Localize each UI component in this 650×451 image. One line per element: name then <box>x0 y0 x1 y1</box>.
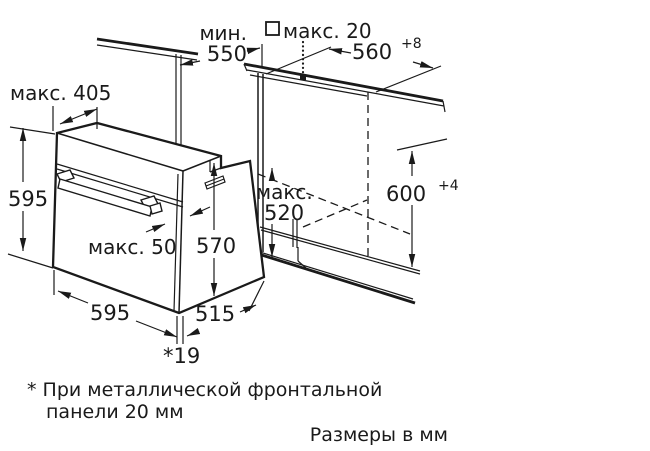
wall-top-edge <box>96 37 199 61</box>
dim-label-max: макс. <box>256 180 313 204</box>
footnote: * При металлической фронтальной панели 2… <box>27 379 382 423</box>
dim-label-max-50: макс. 50 <box>88 235 177 259</box>
dim-570: 570 <box>196 163 236 296</box>
dim-label-min: мин. <box>199 21 247 45</box>
dim-600: 600 +4 <box>386 138 459 267</box>
dim-max-20: макс. 20 <box>265 19 372 80</box>
dim-label-max-405: макс. 405 <box>10 81 111 105</box>
dim-label-max-20: макс. 20 <box>283 19 372 43</box>
square-outline-icon <box>265 21 280 36</box>
dim-value-600: 600 <box>386 182 426 206</box>
dim-value-595-width: 595 <box>90 301 130 325</box>
control-panel-strip <box>56 163 184 208</box>
dim-value-19: *19 <box>163 344 200 368</box>
dim-595-height: 595 <box>7 126 56 269</box>
dim-value-520: 520 <box>264 201 304 225</box>
handle-bar <box>57 178 153 217</box>
dim-max-50: макс. 50 <box>88 206 211 259</box>
dim-value-515: 515 <box>195 302 235 326</box>
cabinet-left-wall-edge <box>175 54 182 145</box>
dim-value-595-height: 595 <box>8 187 48 211</box>
dim-max-520: макс. 520 <box>256 168 313 257</box>
dim-value-560: 560 <box>352 40 392 64</box>
oven-body <box>51 121 266 315</box>
dim-value-570: 570 <box>196 234 236 258</box>
niche-hidden-edges <box>257 92 411 257</box>
dim-tolerance-plus4: +4 <box>438 178 459 194</box>
units-note: Размеры в мм <box>310 424 448 446</box>
oven-silhouette <box>51 121 266 315</box>
dim-tolerance-plus8: +8 <box>401 36 422 52</box>
dim-min-550: мин. 550 <box>179 21 261 66</box>
dim-560: 560 +8 <box>265 36 442 93</box>
dim-515: 515 *19 <box>163 280 265 368</box>
dim-max-405: макс. 405 <box>10 81 111 131</box>
dim-value-550: 550 <box>207 42 247 66</box>
footnote-line1: * При металлической фронтальной <box>27 379 382 401</box>
door-edge <box>173 173 179 312</box>
door-handle <box>56 169 163 217</box>
dim-595-width: 595 <box>53 270 178 338</box>
footnote-line2: панели 20 мм <box>46 401 184 423</box>
side-vent-slot <box>204 175 226 190</box>
countertop <box>243 62 446 113</box>
cabinet-shelf <box>249 226 421 305</box>
